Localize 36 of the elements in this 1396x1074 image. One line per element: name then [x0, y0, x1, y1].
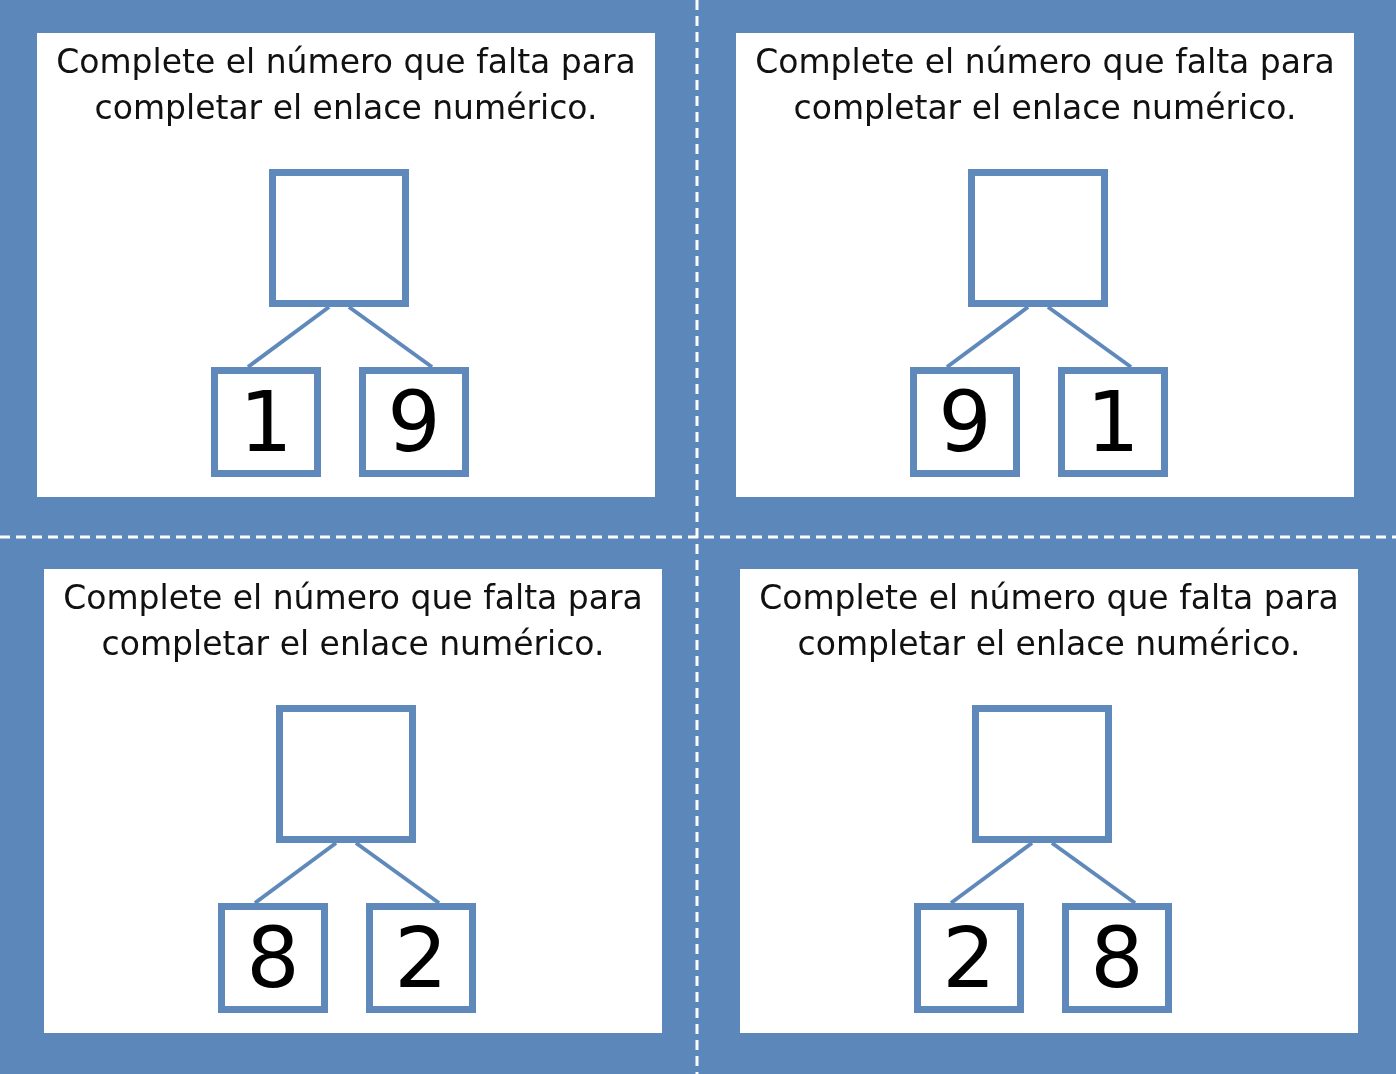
connector-line: [949, 841, 1034, 905]
answer-box: [276, 705, 416, 843]
card: [736, 33, 1354, 497]
number-box: [1062, 903, 1172, 1013]
number: 8: [246, 916, 300, 1000]
number-box: [914, 903, 1024, 1013]
instruction-text: Complete el número que falta para completar el enlace numérico.: [62, 577, 644, 665]
instruction-text: Complete el número que falta para completar el enlace numérico.: [55, 41, 637, 129]
answer-box: [972, 705, 1112, 843]
number: 9: [938, 380, 992, 464]
number: 1: [1086, 380, 1140, 464]
answer-box: [269, 169, 409, 307]
number: 2: [942, 916, 996, 1000]
instruction-text: Complete el número que falta para completar el enlace numérico.: [758, 577, 1340, 665]
card: [44, 569, 662, 1033]
number: 9: [387, 380, 441, 464]
connector-line: [253, 841, 338, 905]
connector-line: [354, 841, 441, 905]
instruction-text: Complete el número que falta para completar el enlace numérico.: [754, 41, 1336, 129]
connector-line: [945, 305, 1030, 369]
connector-line: [1046, 305, 1133, 369]
number-box: [910, 367, 1020, 477]
connector-line: [1050, 841, 1137, 905]
card: [37, 33, 655, 497]
number-box: [359, 367, 469, 477]
number-box: [1058, 367, 1168, 477]
card: [740, 569, 1358, 1033]
number-box: [218, 903, 328, 1013]
answer-box: [968, 169, 1108, 307]
number-box: [366, 903, 476, 1013]
connector-line: [246, 305, 331, 369]
number: 2: [394, 916, 448, 1000]
number-box: [211, 367, 321, 477]
number: 8: [1090, 916, 1144, 1000]
number: 1: [239, 380, 293, 464]
connector-line: [347, 305, 434, 369]
